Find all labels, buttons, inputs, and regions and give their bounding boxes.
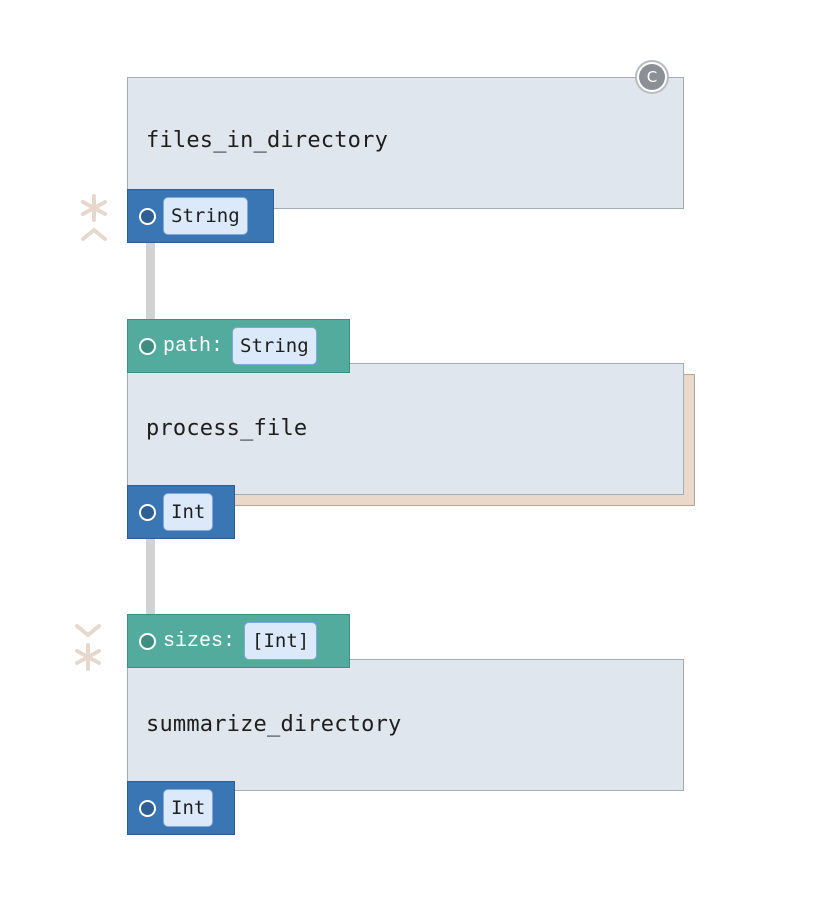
type-pill: Int <box>163 789 214 827</box>
output-port[interactable]: String <box>127 189 274 243</box>
input-label: path: <box>163 334 224 358</box>
output-port[interactable]: Int <box>127 485 235 539</box>
split-asterisk-icon <box>81 194 107 241</box>
node-files-in-directory[interactable]: files_in_directory <box>127 77 684 209</box>
port-connector-icon[interactable] <box>139 799 156 817</box>
port-connector-icon[interactable] <box>139 337 156 355</box>
port-connector-icon[interactable] <box>139 207 156 225</box>
wire-process-to-summarize <box>146 539 155 616</box>
node-title: process_file <box>146 416 308 441</box>
type-pill: [Int] <box>244 622 318 660</box>
input-label: sizes: <box>163 629 236 653</box>
node-title: summarize_directory <box>146 712 402 737</box>
type-pill: String <box>163 197 248 235</box>
input-port[interactable]: sizes: [Int] <box>127 614 350 668</box>
node-title: files_in_directory <box>146 128 389 153</box>
node-summarize-directory[interactable]: summarize_directory <box>127 659 684 791</box>
node-process-file[interactable]: process_file <box>127 363 684 495</box>
output-port[interactable]: Int <box>127 781 235 835</box>
type-pill: Int <box>163 493 214 531</box>
collection-badge[interactable]: C <box>635 60 669 94</box>
type-pill: String <box>232 327 317 365</box>
port-connector-icon[interactable] <box>139 503 156 521</box>
input-port[interactable]: path: String <box>127 319 350 373</box>
badge-letter: C <box>639 64 665 90</box>
port-connector-icon[interactable] <box>139 632 156 650</box>
wire-files-to-process <box>146 243 155 320</box>
gather-asterisk-icon <box>75 624 101 671</box>
